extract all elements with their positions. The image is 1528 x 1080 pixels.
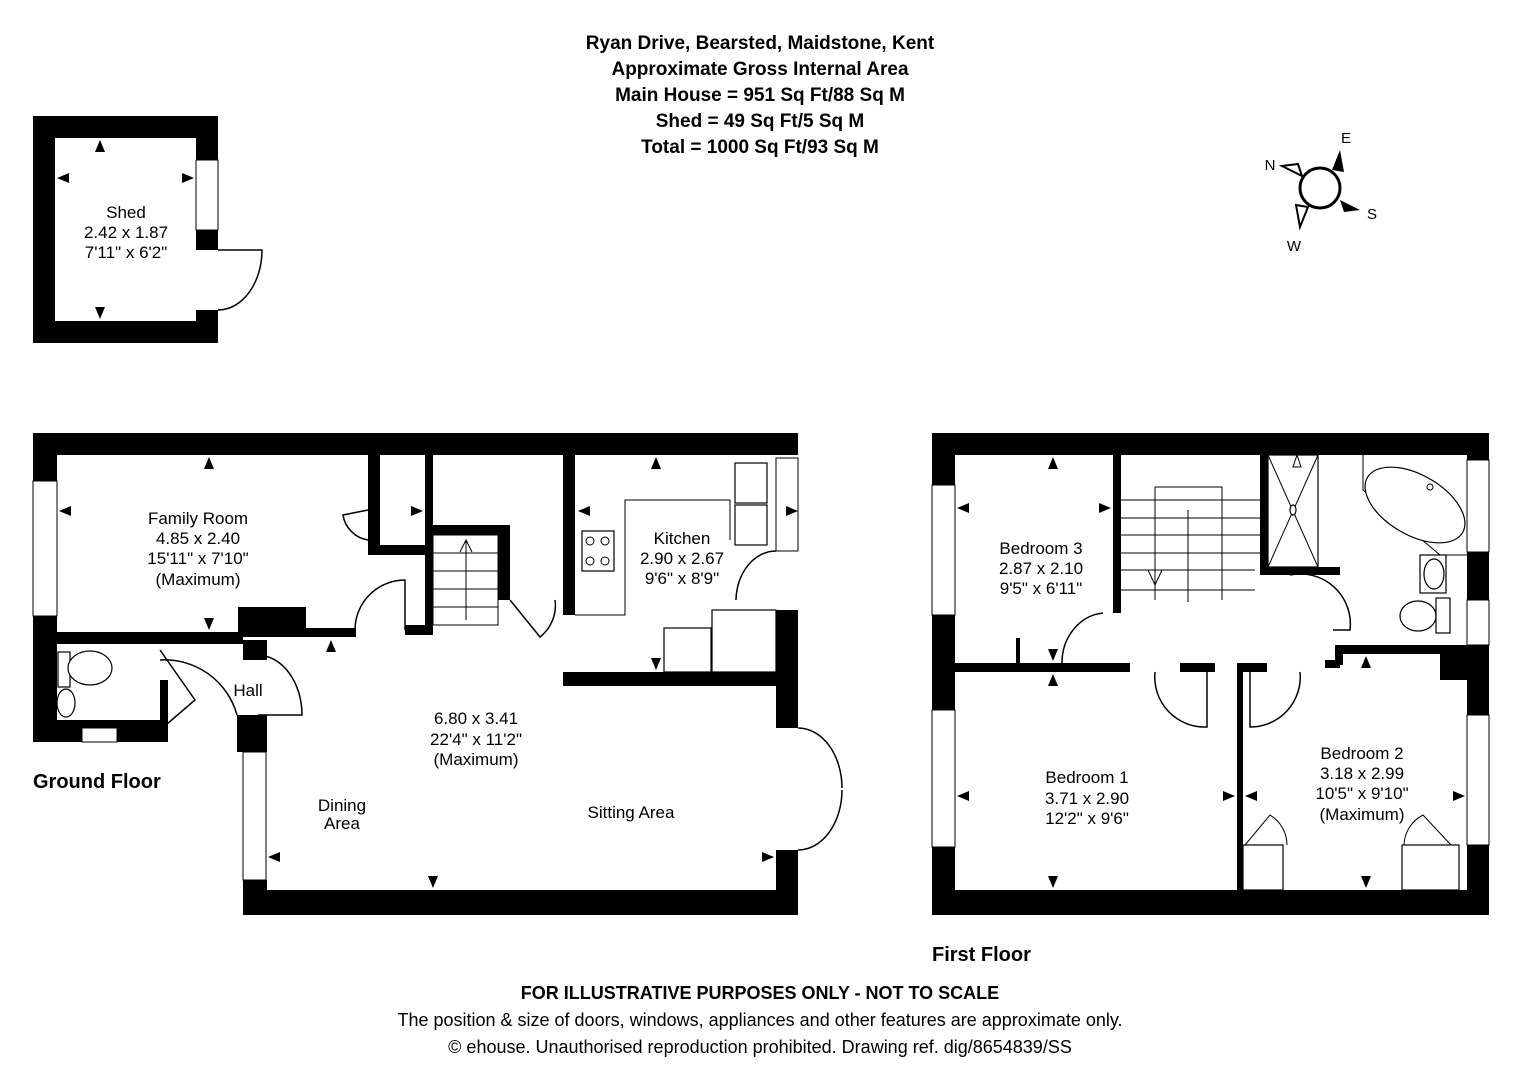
disclaimer: FOR ILLUSTRATIVE PURPOSES ONLY - NOT TO … [521, 983, 999, 1003]
family-room-imperial: 15'11" x 7'10" [147, 549, 248, 568]
ground-floor-label: Ground Floor [33, 771, 161, 793]
living-imperial: 22'4" x 11'2" [430, 730, 522, 749]
french-doors [797, 727, 843, 851]
kitchen-imperial: 9'6" x 8'9" [645, 569, 719, 588]
bedroom1-imperial: 12'2" x 9'6" [1045, 809, 1129, 828]
hob-icon [581, 530, 615, 572]
ground-stairs [432, 534, 499, 626]
address-title: Ryan Drive, Bearsted, Maidstone, Kent [586, 33, 935, 54]
kitchen-units [575, 457, 799, 673]
bedroom2-metric: 3.18 x 2.99 [1320, 764, 1404, 783]
first-floor-plan: Bedroom 3 2.87 x 2.10 9'5" x 6'11" Bedro… [931, 433, 1490, 966]
compass-s: S [1367, 206, 1377, 223]
bedroom3-metric: 2.87 x 2.10 [999, 559, 1083, 578]
compass-e: E [1341, 130, 1351, 147]
living-metric: 6.80 x 3.41 [434, 709, 518, 728]
cupboard-door [342, 509, 369, 541]
sink-icon [734, 504, 768, 546]
bedroom1-window [931, 709, 956, 848]
living-note: (Maximum) [434, 750, 519, 769]
shed-window [195, 159, 219, 231]
bedroom2-imperial: 10'5" x 9'10" [1315, 784, 1408, 803]
sink-drainer-icon [734, 462, 768, 504]
bedroom3-name: Bedroom 3 [999, 539, 1082, 558]
kitchen-name: Kitchen [654, 529, 711, 548]
total-area: Total = 1000 Sq Ft/93 Sq M [641, 137, 879, 158]
front-door [159, 654, 303, 716]
compass-w: W [1287, 238, 1302, 255]
shed-metric: 2.42 x 1.87 [84, 223, 168, 242]
area-title: Approximate Gross Internal Area [611, 59, 908, 80]
shed-imperial: 7'11" x 6'2" [85, 243, 168, 262]
family-room-metric: 4.85 x 2.40 [156, 529, 240, 548]
bathroom-fixtures [1399, 554, 1451, 634]
understairs-door [509, 599, 557, 639]
wc-door [159, 649, 197, 731]
bedroom3-imperial: 9'5" x 6'11" [1000, 579, 1083, 598]
copyright-note: © ehouse. Unauthorised reproduction proh… [448, 1037, 1072, 1057]
sitting-area-label: Sitting Area [588, 803, 675, 822]
wardrobes [1242, 814, 1460, 891]
bedroom3-window [931, 484, 956, 616]
family-room-window [32, 480, 58, 617]
family-room-door [354, 579, 406, 631]
shower-icon [1267, 454, 1319, 568]
bedroom2-door [1249, 671, 1301, 728]
compass-n: N [1265, 157, 1276, 174]
header: Ryan Drive, Bearsted, Maidstone, Kent Ap… [586, 33, 935, 158]
family-room-name: Family Room [148, 509, 248, 528]
dining-label-1: Dining [318, 796, 366, 815]
ground-floor-plan: Family Room 4.85 x 2.40 15'11" x 7'10" (… [32, 433, 843, 915]
shed-name: Shed [106, 203, 146, 222]
shed-area: Shed = 49 Sq Ft/5 Sq M [656, 111, 865, 132]
shed-door [217, 249, 263, 311]
approximation-note: The position & size of doors, windows, a… [397, 1010, 1122, 1030]
footer: FOR ILLUSTRATIVE PURPOSES ONLY - NOT TO … [397, 983, 1122, 1057]
measure-arrows [59, 457, 798, 888]
kitchen-metric: 2.90 x 2.67 [640, 549, 724, 568]
bedroom3-door [1061, 612, 1104, 664]
dining-window [242, 751, 267, 881]
family-room-note: (Maximum) [156, 570, 241, 589]
bedroom2-note: (Maximum) [1320, 805, 1405, 824]
main-house-area: Main House = 951 Sq Ft/88 Sq M [615, 85, 905, 106]
first-floor-label: First Floor [932, 944, 1031, 966]
first-stairs [1121, 486, 1260, 602]
bedroom1-metric: 3.71 x 2.90 [1045, 789, 1129, 808]
bedroom1-door [1153, 671, 1208, 728]
wc-fixtures [56, 650, 113, 718]
bathroom-door [1289, 573, 1352, 631]
bedroom2-window [1466, 714, 1490, 846]
bath-icon [1362, 455, 1467, 556]
back-door [735, 550, 777, 601]
measure-arrows-first [957, 453, 1465, 888]
compass-icon: E N S W [1265, 130, 1377, 255]
shed-plan: Shed 2.42 x 1.87 7'11" x 6'2" [33, 116, 263, 343]
bedroom2-name: Bedroom 2 [1320, 744, 1403, 763]
hall-name: Hall [233, 681, 262, 700]
bedroom1-name: Bedroom 1 [1045, 768, 1128, 787]
dining-label-2: Area [324, 814, 360, 833]
